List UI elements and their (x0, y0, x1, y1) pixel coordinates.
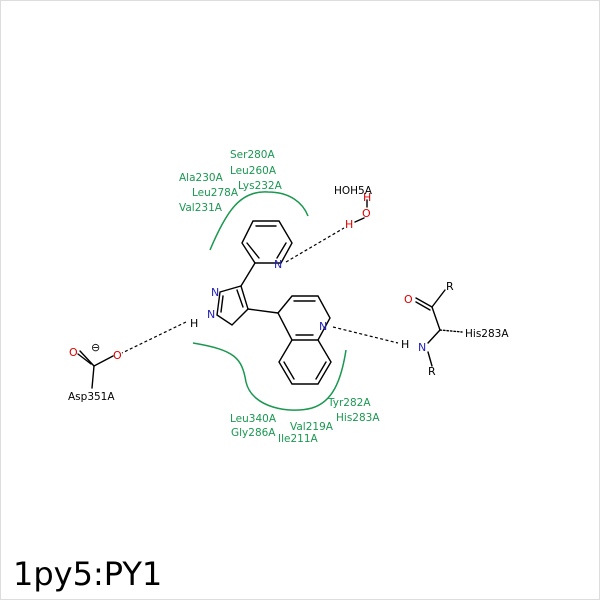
atom-his-n: N (418, 341, 426, 354)
water-bond-2 (354, 217, 365, 223)
atom-his-r2: R (428, 365, 436, 378)
asp-label: Asp351A (68, 391, 115, 403)
residue-label: Leu340A (230, 413, 277, 425)
quinoline-ring-system (277, 295, 332, 385)
residue-label: Leu260A (230, 165, 277, 177)
charge-minus-icon: ⊖ (91, 341, 100, 354)
atom-h-pyrazole: H (190, 317, 198, 330)
atom-his-h: H (401, 338, 409, 351)
pyrazole-ring (216, 285, 249, 326)
residue-label: Tyr282A (327, 397, 371, 409)
atom-water-o: O (362, 207, 371, 220)
atom-his-r1: R (446, 280, 454, 293)
residue-label: Gly286A (231, 427, 276, 439)
hydrophobic-arc-top (209, 191, 309, 251)
page-title: 1py5:PY1 (13, 555, 162, 593)
residue-label: Leu278A (192, 187, 239, 199)
bond-pyridine-pyrazole (240, 262, 256, 287)
his-label: His283A (465, 328, 509, 340)
atom-n-pyridine: N (274, 258, 282, 271)
residue-label: Val219A (290, 421, 334, 433)
atom-n-pyrazole-2: N (207, 308, 215, 321)
residue-label: Ile211A (278, 433, 319, 445)
atom-his-o: O (404, 293, 413, 306)
water-label: HOH5A (334, 185, 373, 197)
residue-label: Val231A (179, 202, 223, 214)
atom-water-h1: H (363, 191, 371, 204)
hbond-pyridine-water (285, 227, 345, 263)
residue-label: Ser280A (230, 149, 275, 161)
atom-n-quinoline: N (319, 320, 327, 333)
hydrophobic-arc-bottom (192, 342, 347, 411)
pyridine-ring (241, 220, 293, 264)
atom-asp-o1: O (69, 346, 78, 359)
atom-asp-o2: O (113, 349, 122, 362)
bond-pyrazole-quinoline (247, 308, 279, 314)
residue-label: Lys232A (238, 180, 283, 192)
hbond-pyrazole-asp (121, 321, 187, 354)
asp-carboxylate (77, 350, 114, 389)
atom-n-pyrazole-1: N (211, 286, 219, 299)
his-backbone (415, 289, 463, 367)
hbond-quinoline-his (332, 326, 399, 344)
atom-water-h2: H (345, 218, 353, 231)
residue-label: His283A (336, 412, 380, 424)
residue-label: Ala230A (179, 172, 224, 184)
